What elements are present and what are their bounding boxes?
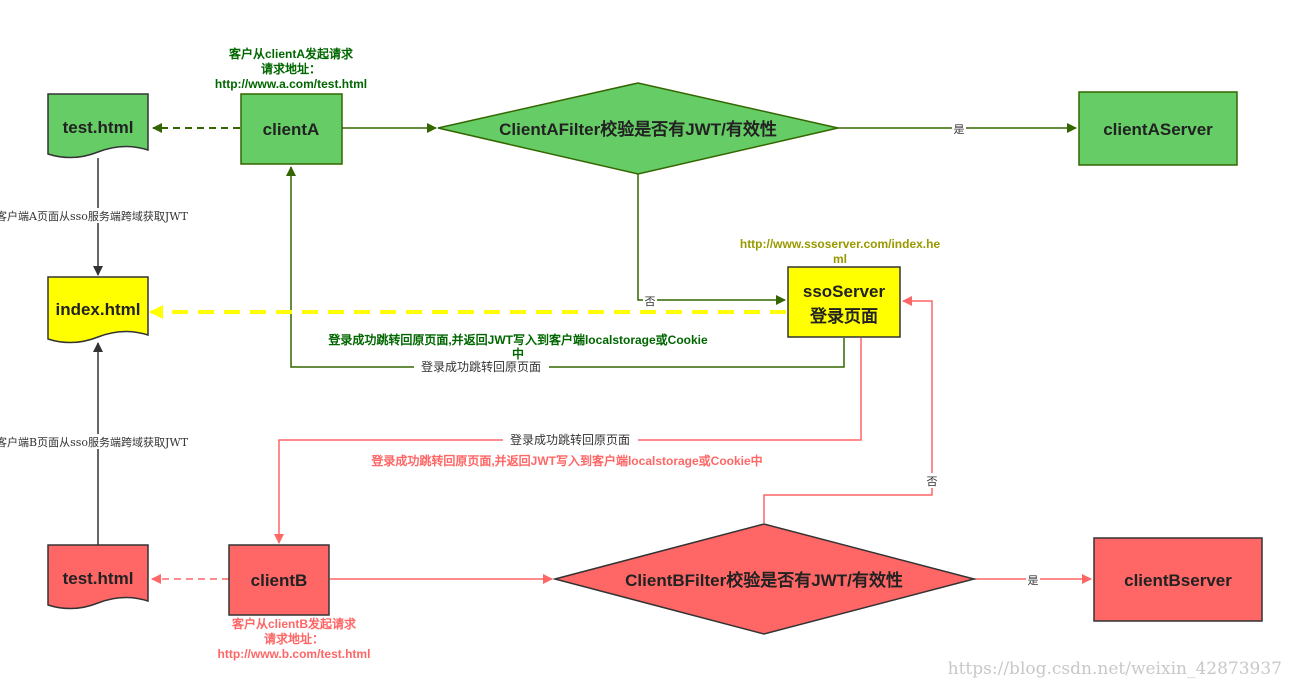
clientB-filter-label: ClientBFilter校验是否有JWT/有效性 <box>625 570 903 590</box>
green-return-note-line1: 登录成功跳转回原页面,并返回JWT写入到客户端localstorage或Cook… <box>327 332 708 347</box>
clientB-server-label: clientBserver <box>1124 571 1232 590</box>
green-return-note-line2: 中 <box>512 346 524 361</box>
test-html-b-node: test.html <box>47 544 149 610</box>
edge-label-a-login-success: 登录成功跳转回原页面 <box>421 359 541 374</box>
sso-server-node: ssoServer 登录页面 <box>787 266 901 338</box>
clientA-server-label: clientAServer <box>1103 120 1213 139</box>
sso-url-line1: http://www.ssoserver.com/index.he <box>740 237 941 251</box>
index-html-label: index.html <box>55 300 140 319</box>
clientB-label: clientB <box>251 571 308 590</box>
clientB-request-url: http://www.b.com/test.html <box>218 647 371 661</box>
clientA-filter-node: ClientAFilter校验是否有JWT/有效性 <box>437 82 839 175</box>
edge-label-a-yes: 是 <box>954 123 965 136</box>
clientB-server-node: clientBserver <box>1093 537 1263 622</box>
clientA-server-node: clientAServer <box>1078 91 1238 166</box>
clientB-node: clientB <box>228 544 330 616</box>
sso-url-line2: ml <box>833 252 847 266</box>
clientA-request-note-line1: 客户从clientA发起请求 <box>228 46 354 61</box>
index-html-node: index.html <box>47 276 149 344</box>
clientB-request-note-line1: 客户从clientB发起请求 <box>231 616 357 631</box>
edge-label-a-jwt-fetch: 客户端A页面从sso服务端跨域获取JWT <box>0 209 189 223</box>
clientA-label: clientA <box>263 120 320 139</box>
red-return-note: 登录成功跳转回原页面,并返回JWT写入到客户端localstorage或Cook… <box>370 453 762 468</box>
clientA-request-url: http://www.a.com/test.html <box>215 77 367 91</box>
clientA-request-note-line2: 请求地址： <box>261 61 321 76</box>
edge-label-b-no: 否 <box>927 476 938 488</box>
edge-label-b-yes: 是 <box>1028 574 1039 587</box>
clientB-request-note-line2: 请求地址： <box>264 631 324 646</box>
clientB-filter-node: ClientBFilter校验是否有JWT/有效性 <box>552 523 977 635</box>
clientA-node: clientA <box>240 93 343 165</box>
edge-label-b-login-success: 登录成功跳转回原页面 <box>510 432 630 447</box>
sso-server-label-line2: 登录页面 <box>809 306 878 326</box>
edge-filterB-no <box>763 296 933 523</box>
edge-sso-to-clientA <box>286 166 845 368</box>
edge-filterA-no <box>637 174 786 305</box>
edge-label-b-jwt-fetch: 客户端B页面从sso服务端跨域获取JWT <box>0 435 189 449</box>
edge-label-a-no: 否 <box>645 296 656 308</box>
watermark: https://blog.csdn.net/weixin_42873937 <box>948 659 1282 679</box>
clientA-filter-label: ClientAFilter校验是否有JWT/有效性 <box>499 119 777 139</box>
test-html-b-label: test.html <box>63 569 134 588</box>
test-html-a-label: test.html <box>63 118 134 137</box>
test-html-a-node: test.html <box>47 93 149 159</box>
sso-server-label-line1: ssoServer <box>803 282 886 301</box>
